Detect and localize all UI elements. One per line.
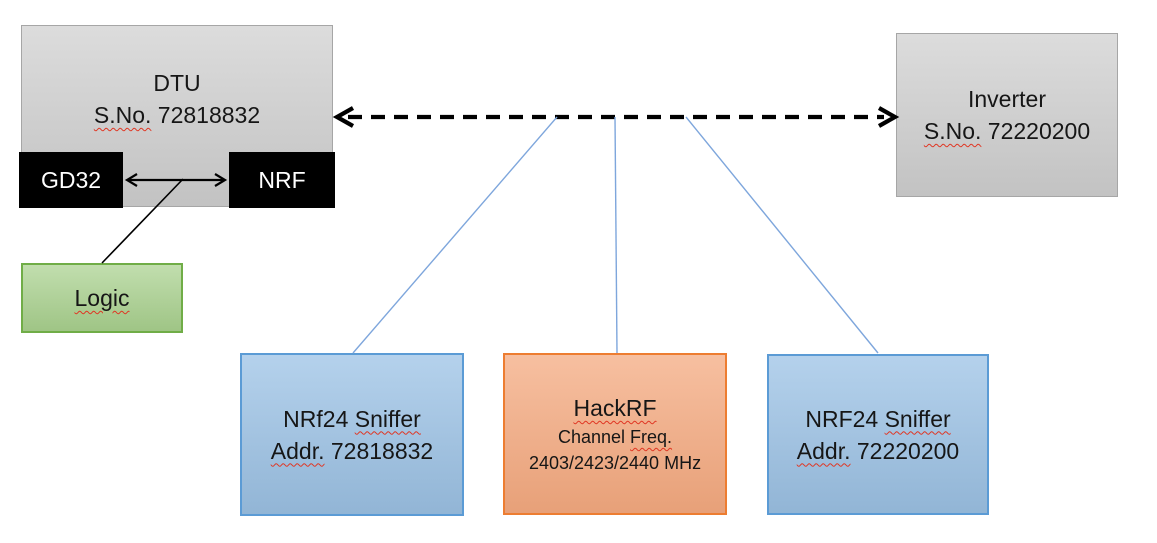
inverter-serial-number: 72220200 [987, 118, 1091, 144]
hackrf-freq-word1: Channel [557, 427, 626, 447]
sniffer2-addr-label: Addr. [796, 437, 851, 464]
hackrf-title: HackRF [573, 395, 657, 421]
inverter-serial: S.No. 72220200 [924, 115, 1090, 147]
dtu-serial-label: S.No. [93, 102, 152, 128]
gd32-chip-box: GD32 [19, 152, 123, 208]
hackrf-box: HackRF Channel Freq. 2403/2423/2440 MHz [503, 353, 727, 515]
sniffer2-addr-number: 72220200 [856, 437, 960, 464]
sniffer1-tap-line [352, 116, 558, 354]
sniffer2-name-word: Sniffer [884, 405, 951, 432]
nrf-label: NRF [258, 167, 306, 193]
sniffer2-name: NRF24 Sniffer [805, 403, 950, 435]
hackrf-freq-word2: Freq. [630, 427, 673, 447]
sniffer2-box: NRF24 Sniffer Addr. 72220200 [767, 354, 989, 515]
sniffer1-name-prefix: NRf24 [283, 405, 349, 432]
dtu-serial-number: 72818832 [157, 102, 261, 128]
sniffer2-tap-line [685, 116, 879, 354]
dtu-box: DTU S.No. 72818832 [21, 25, 333, 207]
sniffer1-addr-label: Addr. [270, 437, 325, 464]
dtu-inverter-rf-link [332, 106, 900, 128]
sniffer1-address: Addr. 72818832 [271, 435, 433, 467]
hackrf-tap-line [614, 116, 618, 354]
hackrf-frequencies: 2403/2423/2440 MHz [528, 453, 702, 473]
logic-box: Logic [21, 263, 183, 333]
sniffer1-name: NRf24 Sniffer [283, 403, 421, 435]
dtu-title: DTU [153, 70, 201, 96]
inverter-serial-label: S.No. [923, 118, 982, 144]
hackrf-channel-freq-label: Channel Freq. [558, 424, 672, 450]
nrf-chip-box: NRF [229, 152, 335, 208]
dtu-serial: S.No. 72818832 [94, 99, 260, 131]
sniffer1-addr-number: 72818832 [330, 437, 434, 464]
sniffer2-address: Addr. 72220200 [797, 435, 959, 467]
sniffer1-box: NRf24 Sniffer Addr. 72818832 [240, 353, 464, 516]
inverter-box: Inverter S.No. 72220200 [896, 33, 1118, 197]
logic-label: Logic [74, 285, 130, 311]
sniffer1-name-word: Sniffer [354, 405, 421, 432]
arrowhead-right-icon [877, 106, 900, 128]
sniffer2-name-prefix: NRF24 [805, 405, 879, 432]
gd32-label: GD32 [40, 167, 102, 193]
inverter-title: Inverter [968, 86, 1046, 112]
arrowhead-left-icon [332, 106, 355, 128]
